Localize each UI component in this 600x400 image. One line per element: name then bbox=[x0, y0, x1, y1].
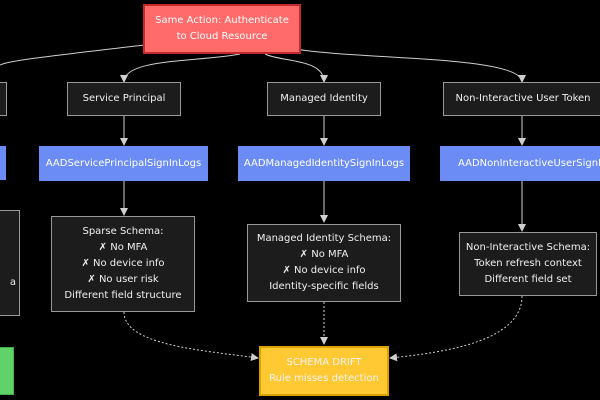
log-table-label: AADServicePrincipalSignInLogs bbox=[45, 157, 202, 169]
auth-type-non-interactive-user-token: Non-Interactive User Token bbox=[443, 82, 600, 116]
root-line-2: to Cloud Resource bbox=[176, 31, 268, 42]
left-schema-partial-text: a bbox=[9, 277, 16, 288]
schema-line: Different field set bbox=[484, 274, 572, 285]
schema-line: ✗ No user risk bbox=[87, 274, 159, 285]
edge-root-to-service-principal bbox=[120, 53, 241, 83]
schema-line: Identity-specific fields bbox=[269, 281, 379, 292]
auth-type-managed-identity: Managed Identity bbox=[267, 82, 381, 116]
log-table-non-interactive-user: AADNonInteractiveUserSignInLogs bbox=[440, 146, 600, 181]
auth-type-service-principal: Service Principal bbox=[67, 82, 181, 116]
result-line-2: Rule misses detection bbox=[269, 373, 379, 384]
left-auth-partial-node bbox=[0, 82, 7, 116]
schema-service-principal: Sparse Schema: ✗ No MFA ✗ No device info… bbox=[51, 216, 195, 312]
auth-type-label: Service Principal bbox=[82, 93, 166, 104]
edge-ni-schema-to-result bbox=[389, 295, 523, 362]
result-line-1: SCHEMA DRIFT bbox=[286, 357, 362, 368]
log-table-service-principal: AADServicePrincipalSignInLogs bbox=[39, 146, 208, 181]
auth-type-label: Non-Interactive User Token bbox=[455, 93, 591, 104]
schema-line: Managed Identity Schema: bbox=[256, 233, 392, 244]
left-table-partial-node bbox=[0, 146, 6, 180]
edge-root-to-left-partial bbox=[0, 41, 171, 66]
schema-managed-identity: Managed Identity Schema: ✗ No MFA ✗ No d… bbox=[247, 224, 401, 302]
schema-line: Token refresh context bbox=[474, 258, 582, 269]
schema-line: ✗ No device info bbox=[81, 258, 165, 269]
log-table-label: AADNonInteractiveUserSignInLogs bbox=[458, 157, 600, 169]
root-line-1: Same Action: Authenticate bbox=[155, 15, 289, 26]
edge-root-to-non-interactive bbox=[289, 47, 526, 83]
auth-type-label: Managed Identity bbox=[280, 93, 368, 104]
schema-line: ✗ No device info bbox=[282, 265, 366, 276]
root-node: Same Action: Authenticate to Cloud Resou… bbox=[143, 4, 301, 54]
schema-line: Sparse Schema: bbox=[82, 226, 164, 237]
edge-sp-schema-to-result bbox=[123, 311, 259, 362]
schema-line: Different field structure bbox=[64, 290, 182, 301]
schema-line: ✗ No MFA bbox=[299, 249, 349, 260]
schema-line: Non-Interactive Schema: bbox=[465, 242, 591, 253]
left-schema-partial-node: a bbox=[0, 210, 20, 316]
schema-non-interactive: Non-Interactive Schema: Token refresh co… bbox=[459, 232, 597, 296]
log-table-label: AADManagedIdentitySignInLogs bbox=[243, 157, 405, 169]
edge-root-to-managed-identity bbox=[264, 53, 328, 83]
log-table-managed-identity: AADManagedIdentitySignInLogs bbox=[238, 146, 410, 181]
schema-line: ✗ No MFA bbox=[98, 242, 148, 253]
left-green-partial-node bbox=[0, 347, 14, 395]
result-node: SCHEMA DRIFT Rule misses detection bbox=[259, 346, 389, 396]
